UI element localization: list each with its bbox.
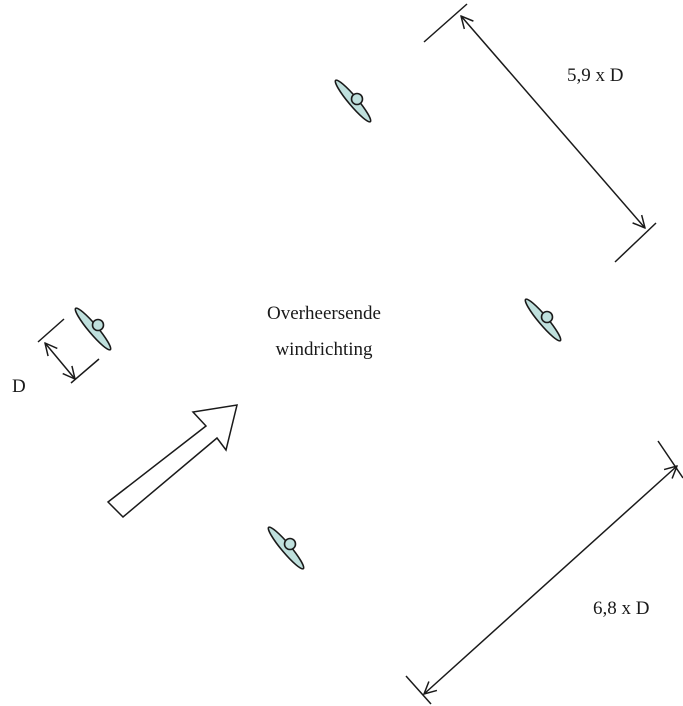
dimension-tick-bottom (614, 222, 657, 263)
turbine-bottom (267, 526, 305, 570)
dimension-tick-top (423, 3, 468, 43)
spacing-downwind-label: 5,9 x D (567, 65, 623, 86)
turbine-left (74, 307, 112, 351)
dimension-5-9-d (423, 3, 657, 263)
turbine-right (524, 298, 562, 342)
wind-direction-label-line1: Overheersende (267, 303, 381, 324)
dimension-arrow (45, 343, 75, 379)
wind-direction-label-line2: windrichting (275, 339, 373, 360)
dimension-tick-bottom (405, 675, 432, 705)
dimension-arrow (461, 16, 645, 228)
spacing-crosswind-label: 6,8 x D (593, 598, 649, 619)
diameter-label: D (12, 376, 26, 397)
dimension-6-8-d (405, 440, 683, 705)
turbine-top (334, 79, 372, 123)
dimension-tick-top (657, 440, 683, 479)
dimension-tick-bottom (70, 358, 100, 384)
dimension-tick-top (37, 318, 65, 343)
dimension-arrow (424, 466, 677, 694)
dimension-d (37, 318, 100, 384)
wind-direction-arrow (106, 404, 238, 519)
